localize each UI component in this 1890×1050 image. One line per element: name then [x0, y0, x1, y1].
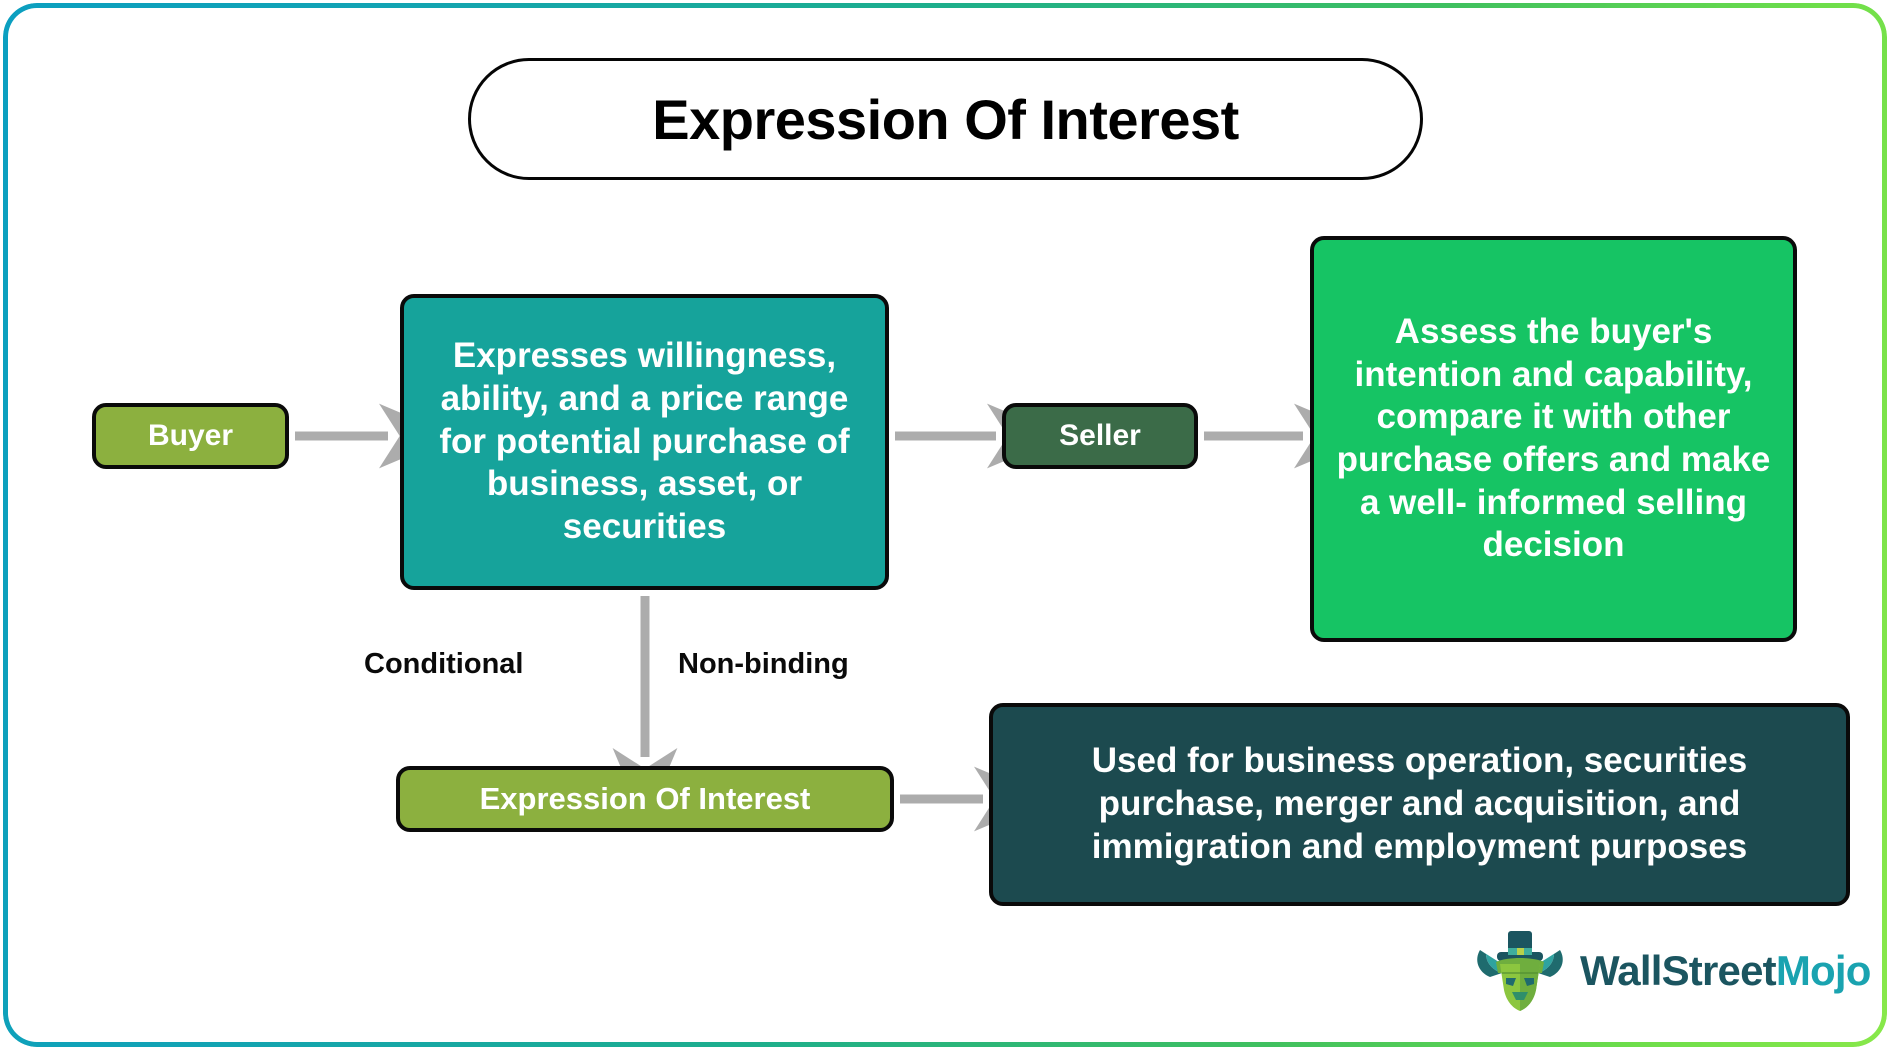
edge-label-conditional: Conditional: [364, 648, 524, 680]
logo-wordmark-secondary: Mojo: [1775, 947, 1872, 994]
node-expresses[interactable]: Expresses willingness, ability, and a pr…: [400, 294, 889, 590]
node-expression-of-interest[interactable]: Expression Of Interest: [396, 766, 894, 832]
node-assess[interactable]: Assess the buyer's intention and capabil…: [1310, 236, 1797, 642]
node-seller[interactable]: Seller: [1002, 403, 1198, 469]
logo-wordmark: WallStreetMojo: [1580, 947, 1871, 995]
node-expresses-label: Expresses willingness, ability, and a pr…: [439, 336, 850, 547]
node-assess-label: Assess the buyer's intention and capabil…: [1336, 311, 1771, 565]
page-title: Expression Of Interest: [652, 87, 1239, 151]
edge-label-non-binding: Non-binding: [678, 648, 849, 680]
node-buyer[interactable]: Buyer: [92, 403, 289, 469]
brand-logo: WallStreetMojo: [1472, 928, 1871, 1014]
bull-with-tophat-icon: [1477, 931, 1563, 1011]
node-expression-of-interest-label: Expression Of Interest: [479, 781, 811, 817]
page-title-container: Expression Of Interest: [468, 58, 1423, 180]
node-seller-label: Seller: [1059, 418, 1141, 452]
logo-wordmark-primary: WallStreet: [1580, 947, 1777, 994]
node-used-for[interactable]: Used for business operation, securities …: [989, 703, 1850, 906]
node-used-for-label: Used for business operation, securities …: [1091, 741, 1748, 866]
node-buyer-label: Buyer: [147, 418, 234, 452]
